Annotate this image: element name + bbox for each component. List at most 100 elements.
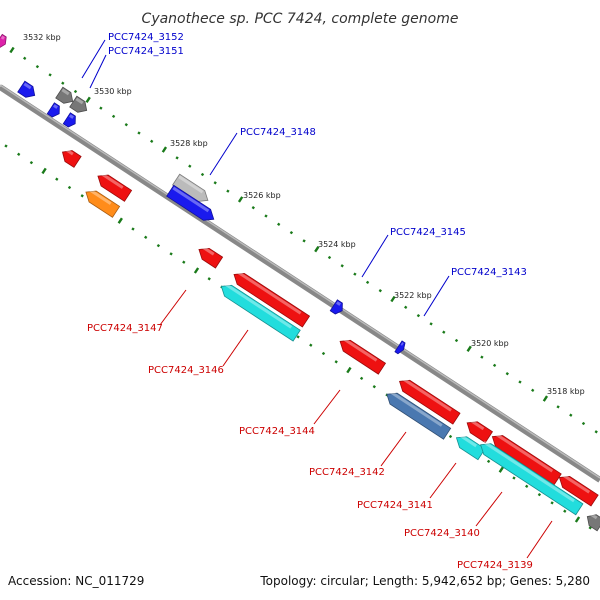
major-tick — [237, 196, 244, 203]
genome-stats-text: Topology: circular; Length: 5,942,652 bp… — [259, 574, 590, 588]
minor-tick — [213, 181, 217, 185]
gene-arrow[interactable] — [55, 86, 77, 107]
minor-tick — [17, 152, 21, 156]
minor-tick — [48, 73, 52, 77]
minor-tick — [67, 185, 72, 190]
minor-tick — [416, 313, 421, 318]
minor-tick — [340, 264, 344, 268]
minor-tick — [492, 363, 497, 368]
minor-tick — [581, 421, 586, 426]
gene-label-forward[interactable]: PCC7424_3152 — [108, 32, 184, 43]
gene-arrow[interactable] — [59, 147, 82, 168]
minor-tick — [372, 385, 376, 389]
gene-label-reverse[interactable]: PCC7424_3146 — [148, 365, 224, 376]
gene-layer — [0, 33, 600, 532]
gene-arrow[interactable] — [477, 439, 584, 516]
minor-tick — [144, 235, 148, 239]
gene-arrow[interactable] — [62, 112, 78, 129]
gene-arrow[interactable] — [218, 281, 301, 342]
minor-tick — [454, 338, 459, 343]
reverse-leader-lines — [159, 289, 553, 559]
minor-tick — [404, 305, 408, 309]
major-tick — [41, 167, 47, 175]
gene-arrow[interactable] — [329, 299, 345, 316]
major-tick — [9, 46, 15, 54]
minor-tick — [550, 501, 554, 505]
gene-arrow[interactable] — [556, 472, 599, 507]
major-tick — [574, 516, 581, 523]
minor-tick — [309, 343, 313, 347]
scale-label: 3528 kbp — [170, 139, 208, 148]
gene-arrow[interactable] — [230, 269, 311, 328]
scale-label: 3518 kbp — [547, 387, 585, 396]
minor-tick — [137, 131, 141, 135]
gene-label-reverse[interactable]: PCC7424_3140 — [404, 528, 480, 539]
gene-arrow[interactable] — [337, 336, 387, 375]
minor-tick — [99, 106, 103, 110]
gene-arrow[interactable] — [166, 184, 218, 224]
gene-arrow[interactable] — [171, 173, 212, 206]
gene-label-reverse[interactable]: PCC7424_3147 — [87, 323, 163, 334]
minor-tick — [188, 164, 192, 168]
genome-backbone-highlight — [0, 84, 600, 479]
gene-label-reverse[interactable]: PCC7424_3139 — [457, 560, 533, 571]
minor-tick — [334, 360, 338, 364]
minor-tick — [537, 492, 542, 497]
minor-tick — [518, 380, 522, 384]
gene-label-forward[interactable]: PCC7424_3143 — [451, 267, 527, 278]
major-tick — [498, 466, 504, 473]
gene-label-forward[interactable]: PCC7424_3145 — [390, 227, 466, 238]
gene-arrow[interactable] — [464, 417, 493, 444]
scale-label: 3530 kbp — [94, 87, 132, 96]
minor-tick — [594, 430, 598, 434]
major-tick — [161, 146, 168, 153]
gene-arrow[interactable] — [94, 171, 133, 202]
gene-label-forward[interactable]: PCC7424_3151 — [108, 46, 184, 57]
minor-tick — [289, 230, 294, 235]
minor-tick — [556, 405, 560, 409]
minor-tick — [296, 335, 300, 339]
major-tick — [85, 96, 91, 103]
minor-tick — [111, 114, 116, 119]
minor-tick — [182, 260, 186, 264]
page-title: Cyanothece sp. PCC 7424, complete genome — [142, 11, 459, 27]
scale-label: 3522 kbp — [394, 291, 432, 300]
minor-tick — [35, 64, 40, 69]
minor-tick — [563, 509, 567, 513]
minor-tick — [442, 330, 446, 334]
scale-label: 3532 kbp — [23, 33, 61, 42]
minor-tick — [61, 81, 65, 85]
forward-leader-lines — [81, 39, 450, 317]
minor-tick — [525, 484, 529, 488]
gene-label-forward[interactable]: PCC7424_3148 — [240, 127, 316, 138]
gene-arrow[interactable] — [0, 33, 9, 49]
gene-arrow[interactable] — [394, 340, 407, 355]
minor-tick — [302, 239, 306, 243]
gene-arrow[interactable] — [17, 80, 39, 101]
gene-label-reverse[interactable]: PCC7424_3144 — [239, 426, 315, 437]
gene-arrow[interactable] — [69, 95, 91, 116]
gene-label-reverse[interactable]: PCC7424_3141 — [357, 500, 433, 511]
gene-arrow[interactable] — [82, 187, 121, 218]
gene-arrow[interactable] — [46, 102, 62, 119]
minor-tick — [505, 372, 509, 376]
major-tick — [390, 295, 396, 303]
minor-tick — [359, 376, 364, 381]
gene-arrow[interactable] — [453, 432, 486, 461]
gene-arrow[interactable] — [489, 431, 562, 486]
accession-text: Accession: NC_011729 — [8, 574, 144, 588]
minor-tick — [29, 160, 34, 165]
gene-label-reverse[interactable]: PCC7424_3142 — [309, 467, 385, 478]
major-tick — [314, 246, 320, 253]
gene-arrow[interactable] — [584, 511, 600, 532]
gene-arrow[interactable] — [383, 389, 452, 440]
gene-arrow[interactable] — [195, 244, 224, 269]
minor-tick — [131, 227, 135, 231]
minor-tick — [365, 280, 370, 285]
minor-tick — [156, 243, 161, 248]
gene-arrow[interactable] — [396, 376, 461, 425]
minor-tick — [124, 123, 128, 127]
minor-tick — [264, 214, 268, 218]
minor-tick — [251, 206, 255, 210]
